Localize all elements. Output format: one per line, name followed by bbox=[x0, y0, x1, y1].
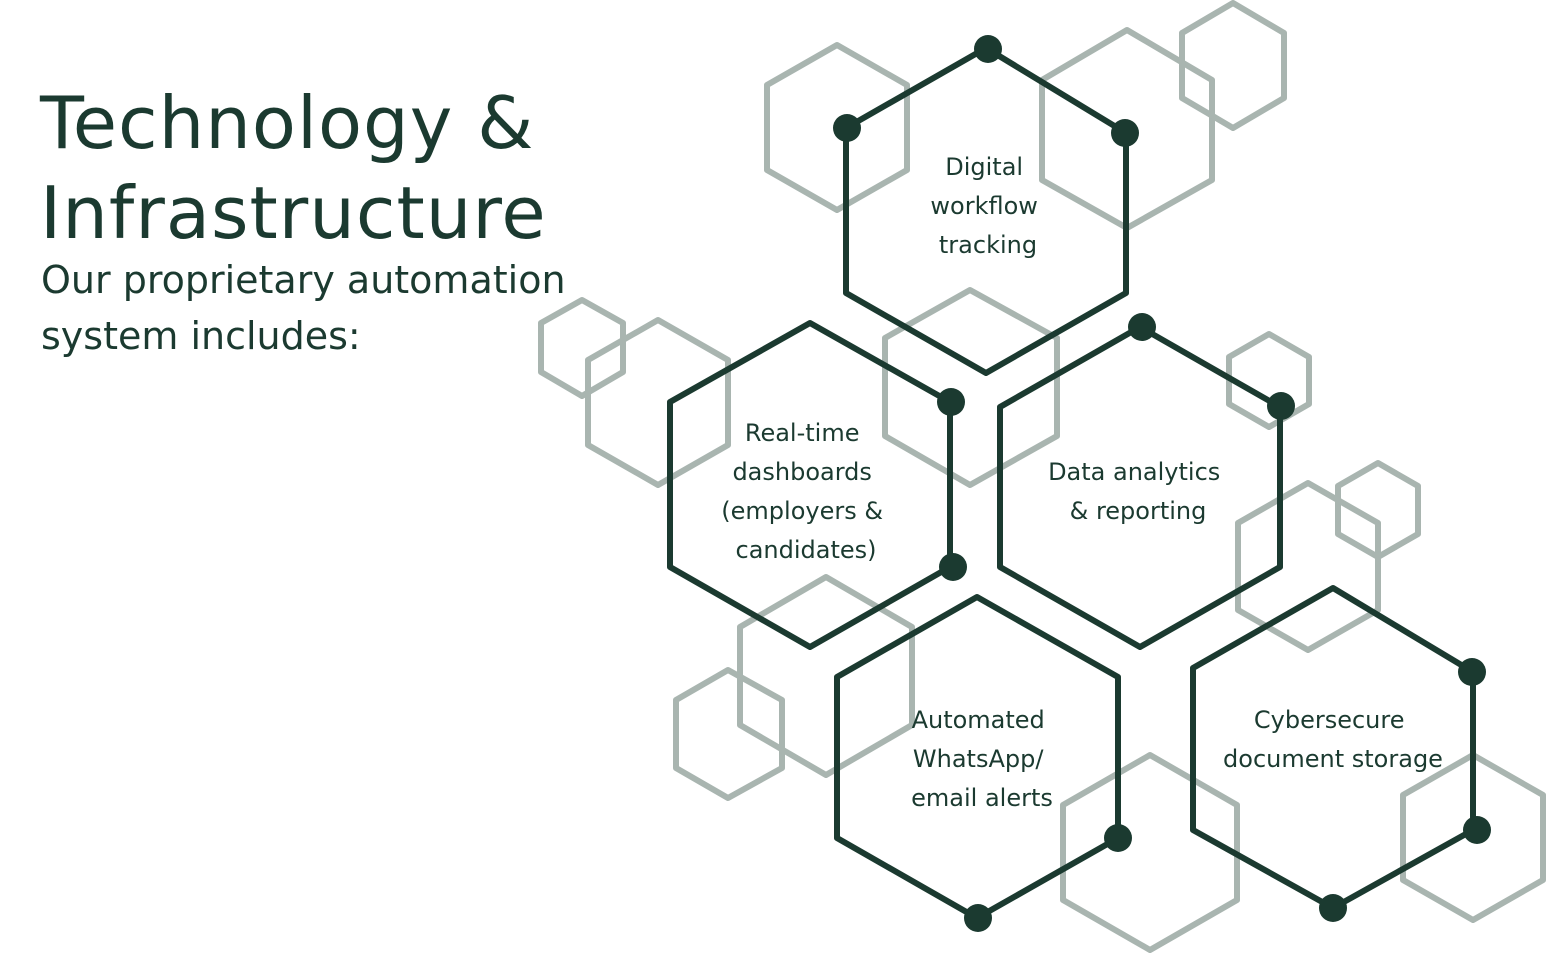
decor-hex bbox=[673, 667, 785, 801]
decor-hex bbox=[1235, 480, 1381, 653]
subtitle-line-2: system includes: bbox=[41, 314, 361, 358]
label-storage: Cybersecure document storage bbox=[1223, 706, 1443, 773]
label-line: document storage bbox=[1223, 745, 1443, 773]
decor-hex bbox=[1400, 752, 1546, 923]
label-dashboards: Real-time dashboards (employers & candid… bbox=[721, 419, 890, 564]
label-analytics: Data analytics & reporting bbox=[1048, 458, 1228, 525]
node-dot bbox=[833, 114, 861, 142]
decor-hex bbox=[585, 317, 731, 488]
decor-hex bbox=[737, 574, 915, 778]
label-line: tracking bbox=[939, 231, 1037, 259]
label-line: Real-time bbox=[745, 419, 860, 447]
node-dot bbox=[1463, 816, 1491, 844]
label-line: candidates) bbox=[736, 536, 877, 564]
page-subtitle: Our proprietary automation system includ… bbox=[41, 252, 566, 364]
label-workflow: Digital workflow tracking bbox=[930, 153, 1045, 259]
node-dot bbox=[937, 388, 965, 416]
page-title: Technology & Infrastructure bbox=[40, 78, 547, 258]
title-line-2: Infrastructure bbox=[40, 171, 547, 255]
label-line: Automated bbox=[912, 706, 1045, 734]
title-line-1: Technology & bbox=[40, 81, 535, 165]
node-dot bbox=[974, 35, 1002, 63]
node-dot bbox=[1267, 392, 1295, 420]
node-dot bbox=[964, 904, 992, 932]
label-line: & reporting bbox=[1070, 497, 1207, 525]
node-dot bbox=[1104, 824, 1132, 852]
label-line: (employers & bbox=[721, 497, 883, 525]
decor-hex bbox=[538, 297, 626, 399]
node-dot bbox=[939, 553, 967, 581]
label-line: Data analytics bbox=[1048, 458, 1220, 486]
node-dot bbox=[1458, 658, 1486, 686]
decor-hex bbox=[1226, 331, 1312, 430]
node-dot bbox=[1319, 894, 1347, 922]
label-line: dashboards bbox=[732, 458, 871, 486]
decor-hex bbox=[1060, 752, 1240, 953]
label-line: email alerts bbox=[911, 784, 1053, 812]
node-dot bbox=[1111, 119, 1139, 147]
vertex-dots bbox=[833, 35, 1491, 932]
subtitle-line-1: Our proprietary automation bbox=[41, 258, 566, 302]
label-line: WhatsApp/ bbox=[913, 745, 1044, 773]
label-line: Digital bbox=[945, 153, 1023, 181]
decor-hex bbox=[882, 287, 1060, 488]
label-line: Cybersecure bbox=[1254, 706, 1405, 734]
label-alerts: Automated WhatsApp/ email alerts bbox=[911, 706, 1053, 812]
node-dot bbox=[1128, 313, 1156, 341]
decor-hex bbox=[1179, 0, 1287, 131]
decor-hex bbox=[764, 42, 910, 213]
label-line: workflow bbox=[930, 192, 1038, 220]
